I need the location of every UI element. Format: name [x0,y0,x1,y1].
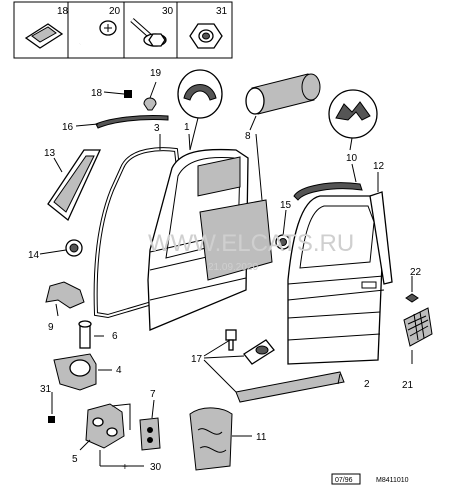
callout-8: 8 [245,131,251,142]
nut-31-fitted [48,416,55,423]
pillar-trim [369,191,393,285]
callout-16: 16 [62,122,74,133]
callout-31: 31 [216,6,228,17]
callout-14: 14 [28,250,40,261]
water-shield-11 [189,407,233,471]
callout-30: 30 [162,6,174,17]
date-code-box [331,473,361,485]
window-channel [293,182,363,201]
clip-18-fitted [124,90,132,98]
callout-21: 21 [402,380,414,391]
seal-profile-detail-rear [328,89,378,151]
door-sound-sheet [199,199,273,281]
callout-11: 11 [256,432,267,443]
grommet-15 [275,234,291,250]
callout-3: 3 [154,123,160,134]
sound-pad-roll [245,73,321,131]
plus-marker: + [122,462,128,473]
watermark-date: 21.09.2020 [208,262,258,273]
callout-5: 5 [72,454,78,465]
callout-1: 1 [184,122,190,133]
clip-18 [24,23,64,49]
watermark-site: WWW.ELCATS.RU [148,230,354,257]
callout-10: 10 [346,153,358,164]
hardware-strip: 18 20 30 31 [13,1,233,59]
rear-door [287,195,385,365]
bolt-17 [225,329,237,351]
callout-20: 20 [109,6,121,17]
vent-grille-21 [403,307,433,347]
callout-7: 7 [150,389,156,400]
grommet-14 [65,239,83,257]
callout-19: 19 [150,68,162,79]
clip-22 [405,293,419,303]
callout-30b: 30 [150,462,162,473]
plate-7 [139,417,161,451]
bolt-30 [130,18,167,47]
callout-15: 15 [280,200,292,211]
callout-2: 2 [364,379,370,390]
callout-4: 4 [116,365,122,376]
bracket-9 [45,281,85,309]
front-seal-strip [95,115,169,129]
leader-lines [39,81,413,467]
callout-17: 17 [191,354,203,365]
callout-18: 18 [57,6,69,17]
screw-20 [79,20,117,46]
clip-19 [143,97,157,111]
callout-6: 6 [112,331,118,342]
callout-12: 12 [373,161,385,172]
callout-31b: 31 [40,384,52,395]
handle-17 [243,339,275,365]
door-moulding [235,371,345,403]
date-code: 07/96 [335,477,353,484]
nut-31 [189,23,223,49]
callout-18b: 18 [91,88,103,99]
ref-code: M8411010 [376,477,409,484]
callout-22: 22 [410,267,422,278]
callout-13: 13 [44,148,56,159]
hinge-4 [53,353,97,391]
seal-profile-detail [177,69,223,151]
check-strap-5 [85,403,131,449]
callout-9: 9 [48,322,54,333]
pin-6 [78,320,92,349]
